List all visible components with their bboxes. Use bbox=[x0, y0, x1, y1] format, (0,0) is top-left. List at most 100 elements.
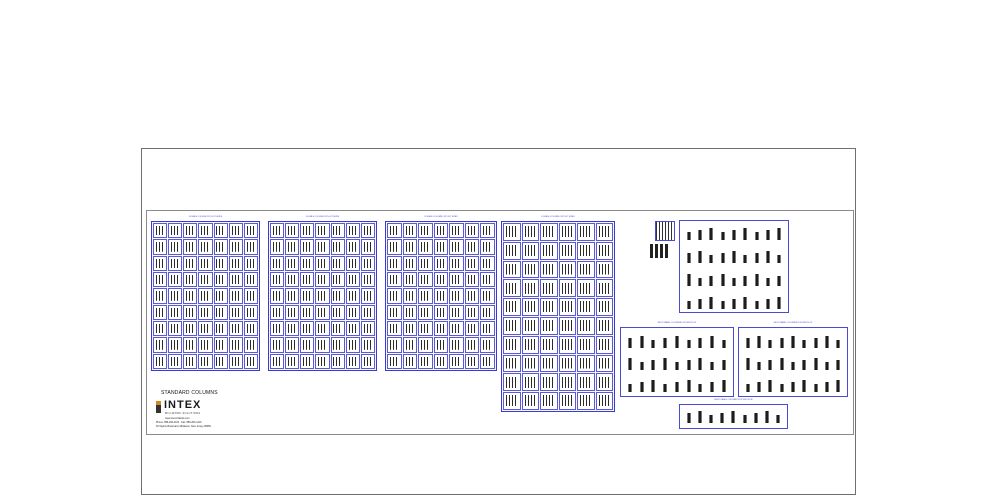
column-cell bbox=[503, 223, 521, 241]
column-cell bbox=[345, 288, 360, 304]
column-cell bbox=[330, 304, 345, 320]
column-cell bbox=[300, 223, 315, 239]
column-cell bbox=[183, 223, 198, 239]
column-icon bbox=[765, 278, 770, 286]
column-cell bbox=[285, 337, 300, 353]
column-cell bbox=[213, 353, 228, 369]
column-icon bbox=[663, 384, 668, 392]
column-cell bbox=[577, 279, 595, 298]
column-cell bbox=[300, 271, 315, 288]
column-icon bbox=[686, 380, 691, 392]
column-icon bbox=[710, 382, 715, 392]
column-cell bbox=[198, 239, 213, 255]
column-grid bbox=[153, 223, 258, 369]
column-cell bbox=[153, 320, 168, 337]
column-cell bbox=[228, 239, 243, 255]
column-cell bbox=[228, 288, 243, 304]
column-cell bbox=[480, 304, 495, 320]
column-cell bbox=[540, 335, 558, 354]
column-cell bbox=[168, 320, 183, 337]
column-icon bbox=[802, 360, 807, 370]
column-cell bbox=[360, 304, 375, 320]
column-cell bbox=[228, 255, 243, 271]
panel-title: MULTI PANEL COLUMNS FOR WIDTH OF bbox=[773, 322, 813, 324]
column-cell bbox=[243, 337, 258, 353]
column-cell bbox=[503, 279, 521, 298]
column-icon bbox=[768, 340, 773, 348]
column-icon bbox=[639, 362, 644, 370]
column-cell bbox=[480, 337, 495, 353]
column-cell bbox=[198, 223, 213, 239]
column-cell bbox=[387, 223, 402, 239]
column-cell bbox=[521, 260, 539, 279]
column-elevation-detail bbox=[650, 244, 668, 258]
column-cell bbox=[183, 271, 198, 288]
column-cell bbox=[577, 241, 595, 260]
column-cell bbox=[418, 255, 433, 271]
column-row bbox=[624, 378, 730, 392]
column-icon bbox=[836, 340, 841, 348]
column-icon bbox=[674, 336, 679, 348]
column-icon bbox=[813, 338, 818, 348]
column-cell bbox=[595, 260, 613, 279]
drawing-border bbox=[141, 148, 856, 495]
column-cell bbox=[168, 239, 183, 255]
column-cell bbox=[243, 304, 258, 320]
column-icon bbox=[765, 411, 770, 423]
column-icon bbox=[627, 338, 632, 348]
column-cell bbox=[540, 373, 558, 392]
column-cell bbox=[433, 271, 449, 288]
column-cell bbox=[480, 288, 495, 304]
column-cell bbox=[503, 392, 521, 410]
column-cell bbox=[540, 241, 558, 260]
column-cell bbox=[480, 239, 495, 255]
column-cell bbox=[270, 288, 285, 304]
column-cell bbox=[540, 354, 558, 373]
column-cell bbox=[433, 239, 449, 255]
column-cell bbox=[213, 271, 228, 288]
column-cell bbox=[433, 304, 449, 320]
column-icon bbox=[709, 255, 714, 263]
column-cell bbox=[315, 288, 330, 304]
column-cell bbox=[315, 271, 330, 288]
column-cell bbox=[153, 223, 168, 239]
column-icon bbox=[722, 340, 726, 348]
column-cell bbox=[449, 255, 464, 271]
column-sheet-4: DOUBLE COLUMN CUT-OUT SIZES bbox=[501, 216, 615, 412]
column-cell bbox=[521, 392, 539, 410]
column-cell bbox=[285, 255, 300, 271]
column-icon bbox=[697, 230, 702, 240]
column-cell bbox=[300, 320, 315, 337]
column-cell bbox=[228, 337, 243, 353]
column-cell bbox=[300, 353, 315, 369]
column-cell bbox=[503, 373, 521, 392]
column-icon bbox=[651, 380, 656, 392]
column-cell bbox=[418, 223, 433, 239]
column-cell bbox=[387, 353, 402, 369]
column-cell bbox=[345, 320, 360, 337]
column-cell bbox=[168, 255, 183, 271]
column-icon bbox=[813, 358, 818, 370]
column-cell bbox=[387, 255, 402, 271]
column-cell bbox=[402, 304, 418, 320]
column-icon bbox=[686, 413, 691, 423]
column-cell bbox=[521, 279, 539, 298]
column-cell bbox=[577, 298, 595, 316]
column-icon bbox=[655, 244, 658, 258]
column-cell bbox=[418, 271, 433, 288]
column-cell bbox=[433, 255, 449, 271]
column-icon bbox=[754, 232, 759, 240]
column-cell bbox=[360, 337, 375, 353]
column-icon bbox=[765, 230, 770, 240]
column-cell bbox=[213, 337, 228, 353]
column-cell bbox=[270, 337, 285, 353]
column-cell bbox=[213, 320, 228, 337]
column-icon bbox=[754, 301, 759, 309]
column-cell bbox=[315, 255, 330, 271]
multi-panel-group-1 bbox=[679, 220, 789, 313]
column-icon bbox=[697, 411, 702, 423]
column-cell bbox=[387, 304, 402, 320]
column-cell bbox=[521, 223, 539, 241]
column-cell bbox=[418, 337, 433, 353]
column-icon bbox=[660, 244, 663, 258]
